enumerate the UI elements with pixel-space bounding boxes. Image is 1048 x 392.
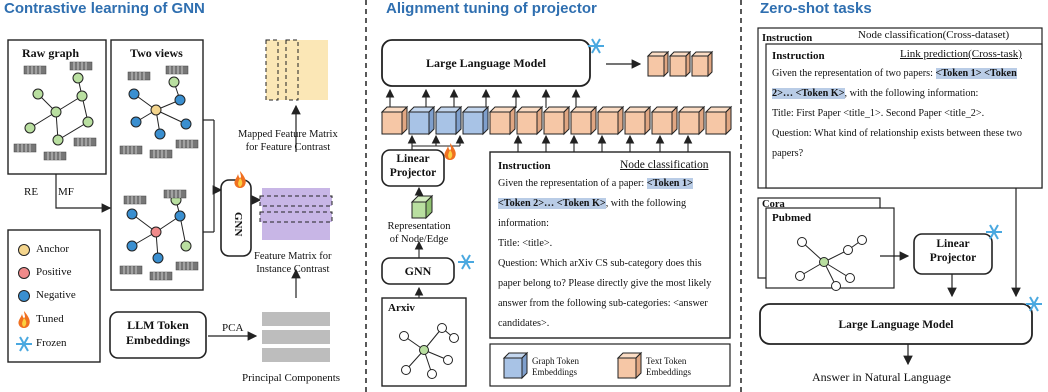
gnn-middle-label: GNN (404, 264, 432, 278)
pubmed-label: Pubmed (772, 212, 812, 224)
legend-graph-token: Graph Token Embeddings (532, 356, 579, 378)
llm-right-label: Large Language Model (838, 319, 954, 331)
mapped-feature-label: Mapped Feature Matrix for Feature Contra… (238, 129, 338, 154)
token-row (380, 105, 733, 136)
graph-token (434, 105, 463, 136)
principal-components-label: Principal Components (242, 372, 341, 384)
representation-label: Representation of Node/Edge (387, 221, 451, 246)
legend-anchor: Anchor (36, 243, 69, 255)
back-instruction-label: Instruction (762, 33, 813, 44)
text-token (650, 105, 679, 136)
gnn-left-label: GNN (232, 212, 244, 237)
text-token (623, 105, 652, 136)
linear-projector-right-label: Linear Projector (929, 238, 977, 265)
re-label: RE (24, 186, 39, 198)
node-classification-label: Node classification (620, 159, 709, 171)
right-section-title: Zero-shot tasks (760, 0, 872, 17)
instruction-middle-label: Instruction (498, 160, 551, 172)
graph-token (407, 105, 436, 136)
instruction-right-label: Instruction (772, 50, 825, 62)
instruction-middle-text: Given the representation of a paper: <To… (498, 178, 712, 329)
text-token (677, 105, 706, 136)
graph-token (461, 105, 490, 136)
answer-label: Answer in Natural Language (812, 370, 951, 384)
arxiv-label: Arxiv (388, 302, 415, 314)
text-token (380, 105, 409, 136)
text-token (704, 105, 733, 136)
linear-projector-middle-label: Linear Projector (389, 153, 437, 180)
llm-middle-label: Large Language Model (426, 56, 546, 70)
link-prediction-label: Link prediction(Cross-task) (900, 48, 1022, 60)
text-token (515, 105, 544, 136)
text-token (569, 105, 598, 136)
middle-section-title: Alignment tuning of projector (386, 0, 597, 17)
left-section-title: Contrastive learning of GNN (4, 0, 205, 17)
text-token (488, 105, 517, 136)
legend-frozen: Frozen (36, 337, 67, 349)
instruction-right-text: Given the representation of two papers: … (772, 68, 1022, 159)
legend-tuned: Tuned (36, 313, 64, 325)
cora-label: Cora (762, 199, 785, 210)
two-views-label: Two views (130, 46, 183, 60)
llm-token-embeddings-label: LLM Token Embeddings (125, 318, 191, 347)
legend-negative: Negative (36, 289, 76, 301)
pca-label: PCA (222, 322, 244, 334)
mf-label: MF (58, 186, 74, 198)
text-token (596, 105, 625, 136)
instance-feature-label: Feature Matrix for Instance Contrast (254, 251, 332, 276)
legend-positive: Positive (36, 266, 72, 278)
raw-graph-label: Raw graph (22, 46, 80, 60)
text-token (542, 105, 571, 136)
cross-dataset-label: Node classification(Cross-dataset) (858, 29, 1010, 41)
legend-text-token: Text Token Embeddings (646, 356, 691, 378)
